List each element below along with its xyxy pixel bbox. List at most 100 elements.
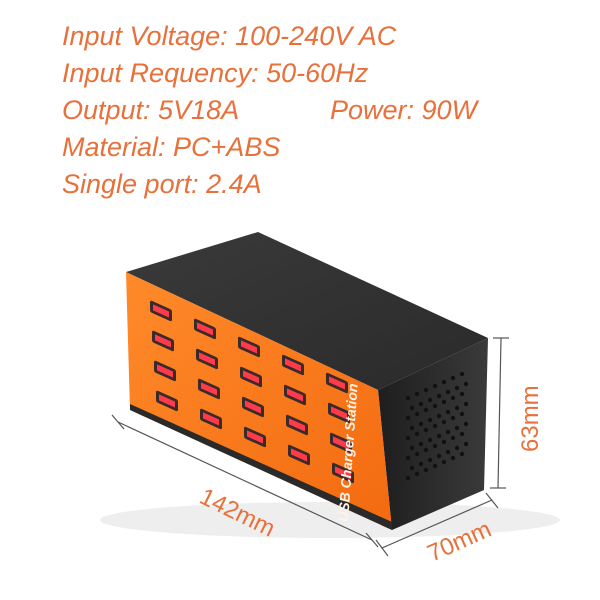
- vent-hole: [463, 381, 469, 387]
- vent-hole: [436, 393, 442, 399]
- vent-hole: [450, 415, 456, 421]
- vent-hole: [436, 433, 442, 439]
- vent-hole: [463, 441, 469, 447]
- vent-hole: [441, 459, 447, 465]
- vent-hole: [409, 405, 415, 411]
- usb-port: [156, 390, 178, 412]
- vent-hole: [414, 471, 420, 477]
- spec-power: Power: 90W: [330, 95, 478, 125]
- usb-port: [332, 462, 354, 484]
- vent-hole: [423, 467, 429, 473]
- vent-hole: [450, 375, 456, 381]
- vent-hole: [441, 419, 447, 425]
- vent-hole: [432, 423, 438, 429]
- vent-hole: [409, 465, 415, 471]
- usb-port: [328, 402, 350, 424]
- usb-port: [282, 354, 304, 376]
- vent-hole: [423, 427, 429, 433]
- vent-hole: [418, 421, 424, 427]
- vent-hole: [405, 435, 411, 441]
- vent-hole: [445, 389, 451, 395]
- spec-material: Material: PC+ABS: [62, 132, 281, 162]
- spec-output: Output: 5V18A: [62, 95, 240, 125]
- vent-hole: [405, 415, 411, 421]
- vent-hole: [436, 453, 442, 459]
- usb-port: [198, 378, 220, 400]
- vent-hole: [405, 475, 411, 481]
- spec-output-row: Output: 5V18A Power: 90W: [62, 92, 477, 129]
- vent-hole: [436, 413, 442, 419]
- vent-hole: [459, 451, 465, 457]
- vent-hole: [454, 445, 460, 451]
- vent-hole: [409, 445, 415, 451]
- vent-hole: [423, 407, 429, 413]
- vent-hole: [450, 435, 456, 441]
- vent-hole: [432, 403, 438, 409]
- usb-port: [200, 408, 222, 430]
- vent-hole: [459, 411, 465, 417]
- usb-port: [152, 330, 174, 352]
- charger-side-face: [378, 338, 488, 530]
- vent-hole: [409, 425, 415, 431]
- vent-hole: [441, 399, 447, 405]
- vent-hole: [414, 431, 420, 437]
- vent-hole: [423, 387, 429, 393]
- dimension-lines: [111, 337, 509, 557]
- vent-hole: [450, 455, 456, 461]
- vent-hole: [432, 463, 438, 469]
- vent-hole: [450, 395, 456, 401]
- vent-hole: [414, 411, 420, 417]
- vent-hole: [441, 379, 447, 385]
- vent-hole: [463, 421, 469, 427]
- spec-input-frequency: Input Requency: 50-60Hz: [62, 58, 369, 88]
- charger-top-face: [126, 232, 488, 390]
- spec-list: Input Voltage: 100-240V AC Input Requenc…: [62, 18, 477, 203]
- usb-port: [150, 300, 172, 322]
- usb-port: [196, 348, 218, 370]
- vent-hole: [441, 439, 447, 445]
- usb-port: [284, 384, 306, 406]
- vent-hole: [454, 405, 460, 411]
- usb-port: [194, 318, 216, 340]
- usb-port: [240, 366, 262, 388]
- vent-hole: [459, 431, 465, 437]
- vent-hole: [432, 383, 438, 389]
- vent-hole: [423, 447, 429, 453]
- length-line: [117, 421, 373, 541]
- vent-hole: [445, 429, 451, 435]
- charger-bottom-band: [130, 404, 392, 530]
- charger-front-face: [126, 272, 392, 530]
- vent-hole: [414, 451, 420, 457]
- vent-hole: [427, 397, 433, 403]
- vent-hole: [432, 443, 438, 449]
- vent-hole: [427, 417, 433, 423]
- vent-grille: [405, 371, 469, 481]
- vent-hole: [459, 391, 465, 397]
- vent-hole: [427, 437, 433, 443]
- spec-input-voltage: Input Voltage: 100-240V AC: [62, 21, 397, 51]
- width-line: [381, 499, 493, 549]
- height-line: [497, 337, 502, 489]
- vent-hole: [459, 371, 465, 377]
- vent-hole: [445, 409, 451, 415]
- vent-hole: [454, 385, 460, 391]
- vent-hole: [405, 455, 411, 461]
- vent-hole: [418, 401, 424, 407]
- usb-port: [286, 414, 308, 436]
- vent-hole: [405, 395, 411, 401]
- vent-hole: [414, 391, 420, 397]
- vent-hole: [454, 425, 460, 431]
- usb-port-grid: [150, 300, 354, 484]
- vent-hole: [445, 449, 451, 455]
- usb-port: [244, 426, 266, 448]
- usb-port: [238, 336, 260, 358]
- usb-port: [288, 444, 310, 466]
- vent-hole: [418, 461, 424, 467]
- vent-hole: [427, 457, 433, 463]
- vent-hole: [418, 441, 424, 447]
- dimension-height: 63mm: [517, 385, 544, 452]
- usb-port: [154, 360, 176, 382]
- spec-single-port: Single port: 2.4A: [62, 169, 262, 199]
- usb-port: [330, 432, 352, 454]
